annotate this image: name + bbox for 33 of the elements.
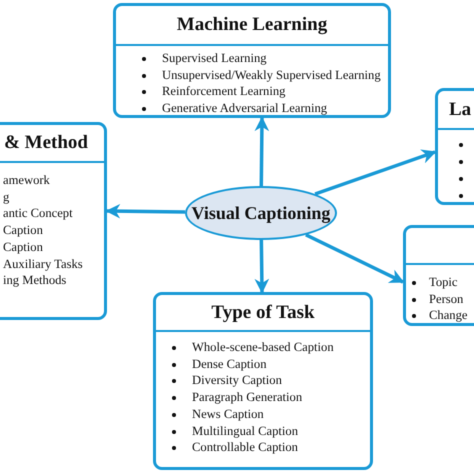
category-box bbox=[113, 3, 391, 118]
arrow bbox=[305, 233, 404, 284]
category-box bbox=[153, 292, 373, 470]
box-heading: Machine Learning bbox=[176, 14, 328, 36]
list-item: Controllable Caption bbox=[170, 439, 334, 456]
arrow bbox=[254, 240, 270, 294]
box-heading: La bbox=[449, 98, 472, 120]
list-item: Person bbox=[410, 290, 468, 308]
arrow bbox=[314, 149, 436, 196]
list-item: Diversity Caption bbox=[170, 372, 334, 390]
list-item: Auxiliary Tasks bbox=[3, 256, 83, 272]
list-item: News Caption bbox=[170, 406, 334, 423]
list-item: ing Methods bbox=[3, 272, 68, 289]
list-item: g bbox=[3, 188, 10, 206]
list-item: amework bbox=[3, 172, 51, 189]
list-item: Change bbox=[410, 307, 468, 324]
list-item: antic Concept bbox=[3, 205, 74, 222]
list-item: Reinforcement Learning bbox=[140, 83, 381, 100]
list-item: Multilingual Caption bbox=[170, 422, 334, 440]
topic-title: Visual Captioning bbox=[192, 202, 330, 224]
list-item: Caption bbox=[3, 238, 44, 256]
list-item: Supervised Learning bbox=[140, 50, 381, 67]
arrow bbox=[106, 204, 186, 219]
arrow bbox=[254, 116, 270, 186]
list-item: Caption bbox=[3, 222, 44, 239]
list-item: Whole-scene-based Caption bbox=[170, 339, 334, 356]
list-item: Topic bbox=[410, 274, 468, 291]
list-item: Generative Adversarial Learning bbox=[140, 100, 381, 117]
box-heading: & Method bbox=[4, 132, 88, 154]
list-item: Dense Caption bbox=[170, 356, 334, 372]
box-heading: Type of Task bbox=[211, 302, 315, 324]
list-item: Unsupervised/Weakly Supervised Learning bbox=[140, 66, 381, 84]
list-item: Paragraph Generation bbox=[170, 389, 334, 406]
